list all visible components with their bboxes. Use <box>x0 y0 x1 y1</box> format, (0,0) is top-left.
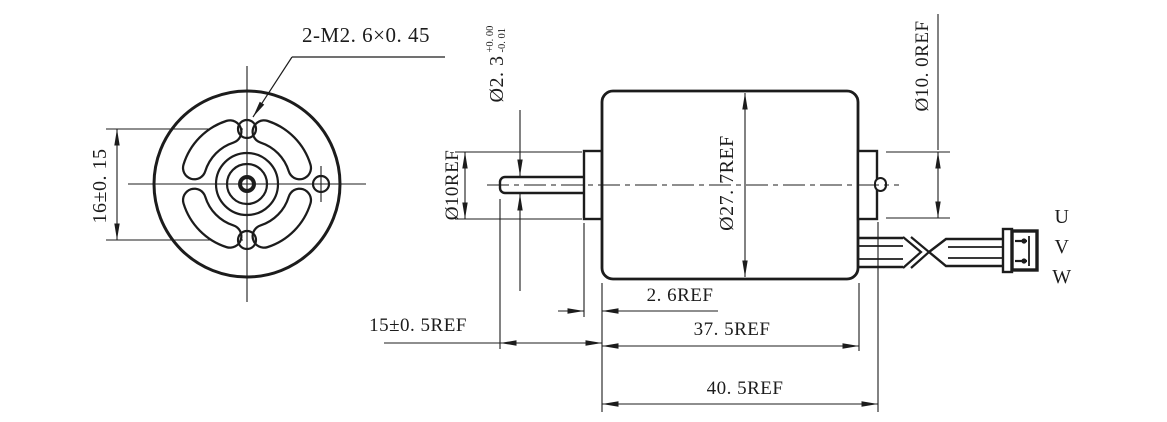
tol-upper: +0. 00 <box>484 25 496 53</box>
shaft-diameter-value: Ø2. 3 <box>485 55 508 103</box>
wire-label-w: W <box>1052 266 1072 288</box>
lead-wires <box>859 236 1004 269</box>
side-view <box>384 14 1039 412</box>
dim-shaft-length: 15±0. 5REF <box>369 315 467 336</box>
tol-lower: -0. 01 <box>497 27 508 53</box>
mounting-hole-top <box>236 118 258 140</box>
side-pilot-hole <box>311 174 331 194</box>
dim-front-boss-diameter: Ø10REF <box>441 149 463 221</box>
connector <box>1001 227 1039 274</box>
vent-slots <box>181 119 313 249</box>
dim-overall-length: 40. 5REF <box>706 378 784 399</box>
dim-rear-boss-diameter: Ø10. 0REF <box>911 20 933 112</box>
dim-body-diameter: Ø27. 7REF <box>716 135 738 231</box>
wire-label-v: V <box>1054 236 1070 258</box>
dim-boss-length: 2. 6REF <box>646 285 714 306</box>
wire-break-icon <box>902 236 923 269</box>
dimension-lines <box>384 14 950 412</box>
dim-body-length: 37. 5REF <box>693 319 771 340</box>
thread-callout-label: 2-M2. 6×0. 45 <box>301 23 430 47</box>
shaft-diameter-tolerance: +0. 00 -0. 01 <box>485 26 509 53</box>
dim-hole-spacing: 16±0. 15 <box>88 148 111 224</box>
mounting-hole-bottom <box>236 229 258 251</box>
shaft-center-hole <box>238 175 256 193</box>
wire-label-u: U <box>1054 206 1070 228</box>
thread-leader <box>252 56 445 118</box>
dim-shaft-diameter: Ø2. 3 +0. 00 -0. 01 <box>482 18 512 110</box>
front-housing-circle <box>152 89 342 279</box>
front-view <box>106 56 445 302</box>
